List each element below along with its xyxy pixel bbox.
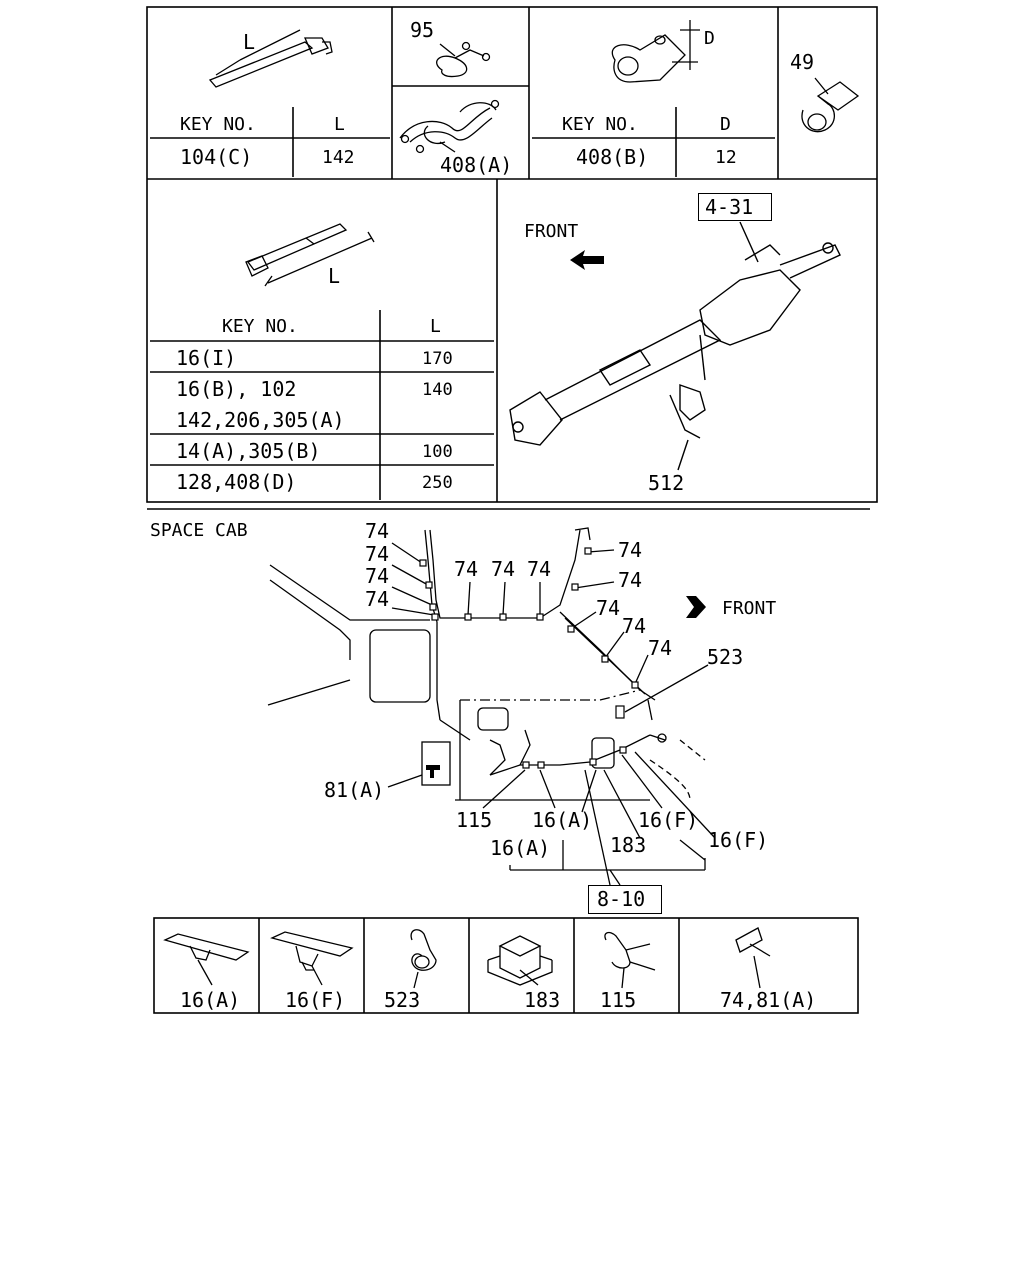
header-key-no-1: KEY NO. (180, 114, 256, 135)
dim-label-l-2: L (328, 264, 341, 288)
header-l-1: L (334, 114, 345, 135)
legend-74-81a-icon (735, 927, 771, 989)
clip-95-drawing (436, 41, 491, 78)
header-key-no-3: KEY NO. (222, 316, 298, 337)
label-16f-upper: 16(F) (638, 808, 699, 832)
front-label-cab: FRONT (722, 598, 777, 619)
ties-row-val: 100 (422, 442, 453, 462)
legend-183-icon (487, 935, 553, 986)
row-val-12: 12 (715, 147, 737, 168)
harness-clip-markers (419, 547, 639, 769)
ties-row-val: 170 (422, 349, 453, 369)
cable-tie-drawing-2 (245, 223, 375, 287)
ties-row-key: 142,206,305(A) (176, 408, 345, 432)
ties-row-key: 14(A),305(B) (176, 439, 321, 463)
label-74: 74 (491, 557, 516, 581)
label-115: 115 (456, 808, 493, 832)
legend-label-523: 523 (384, 988, 421, 1012)
legend-523-icon (410, 929, 437, 989)
legend-label-183: 183 (524, 988, 561, 1012)
bracket-81a-icon (426, 765, 440, 778)
ties-row-key: 16(I) (176, 346, 237, 370)
dim-label-d: D (704, 28, 715, 49)
label-74: 74 (527, 557, 552, 581)
label-74: 74 (648, 636, 673, 660)
dim-label-l-1: L (243, 30, 256, 54)
front-arrow-icon (570, 250, 604, 270)
label-512: 512 (648, 471, 685, 495)
label-74: 74 (365, 587, 390, 611)
label-74: 74 (622, 614, 647, 638)
clamp-49-drawing (801, 77, 860, 133)
ref-box-4-31-label: 4-31 (705, 195, 754, 219)
label-523: 523 (707, 645, 744, 669)
legend-16a-icon (163, 933, 250, 986)
cable-tie-drawing-1 (208, 29, 333, 88)
legend-label-16f: 16(F) (285, 988, 346, 1012)
ties-row-val: 250 (422, 473, 453, 493)
label-74: 74 (365, 542, 390, 566)
ties-row-val: 140 (422, 380, 453, 400)
space-cab-drawing (267, 527, 716, 886)
label-74: 74 (365, 519, 390, 543)
label-74: 74 (454, 557, 479, 581)
front-label-steering: FRONT (524, 221, 579, 242)
legend-label-16a: 16(A) (180, 988, 241, 1012)
label-16a-lower: 16(A) (490, 836, 551, 860)
row-val-142: 142 (322, 147, 355, 168)
label-16a-upper: 16(A) (532, 808, 593, 832)
ties-row-key: 16(B), 102 (176, 377, 297, 401)
ties-row-key: 128,408(D) (176, 470, 297, 494)
ref-box-4-31[interactable]: 4-31 (698, 193, 772, 221)
legend-label-74-81a: 74,81(A) (720, 988, 817, 1012)
ref-box-8-10-label: 8-10 (597, 887, 646, 911)
legend-label-115: 115 (600, 988, 637, 1012)
header-l-3: L (430, 316, 441, 337)
header-key-no-2: KEY NO. (562, 114, 638, 135)
label-16f-lower: 16(F) (708, 828, 769, 852)
label-95: 95 (410, 18, 435, 42)
label-81a: 81(A) (324, 778, 385, 802)
steering-column-drawing (509, 221, 841, 471)
label-49: 49 (790, 50, 815, 74)
label-183: 183 (610, 833, 647, 857)
clamp-d-drawing (611, 20, 700, 83)
header-d: D (720, 114, 731, 135)
ref-box-8-10[interactable]: 8-10 (588, 885, 662, 914)
clip-408a-drawing (399, 99, 500, 154)
legend-16f-icon (270, 931, 354, 986)
label-74: 74 (365, 564, 390, 588)
row-key-104c: 104(C) (180, 145, 253, 169)
label-74: 74 (618, 538, 643, 562)
space-cab-title: SPACE CAB (150, 520, 248, 541)
label-74: 74 (596, 596, 621, 620)
row-key-408b: 408(B) (576, 145, 649, 169)
label-408a: 408(A) (440, 153, 513, 177)
front-arrow-cab-icon (686, 596, 706, 618)
legend-115-icon (604, 931, 656, 989)
label-74: 74 (618, 568, 643, 592)
